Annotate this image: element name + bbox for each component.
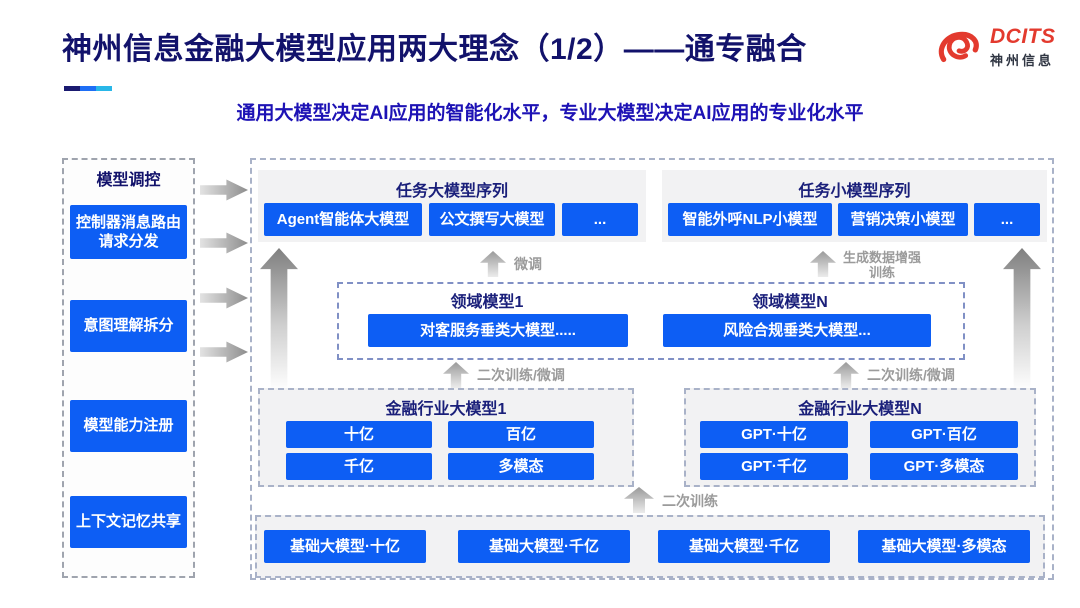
industry-right-header: 金融行业大模型N (798, 401, 922, 418)
node-document-model: 公文撰写大模型 (429, 203, 555, 236)
node-base-hundred-billion-2: 基础大模型·千亿 (658, 530, 830, 563)
bar-segment (80, 86, 96, 91)
sidebar-item-router: 控制器消息路由请求分发 (70, 205, 187, 259)
page-title: 神州信息金融大模型应用两大理念（1/2）——通专融合 (62, 33, 807, 66)
node-gpt-billion: GPT·十亿 (700, 421, 848, 448)
right-arrow-icon (200, 179, 248, 201)
node-hundred-billion: 千亿 (286, 453, 432, 480)
node-gpt-ten-billion: GPT·百亿 (870, 421, 1018, 448)
node-billion: 十亿 (286, 421, 432, 448)
bar-segment (96, 86, 112, 91)
label-retrain-ft-right: 二次训练/微调 (867, 367, 955, 383)
node-gpt-multimodal: GPT·多模态 (870, 453, 1018, 480)
industry-left-header: 金融行业大模型1 (385, 401, 507, 418)
node-multimodal: 多模态 (448, 453, 594, 480)
right-arrow-icon (200, 287, 248, 309)
domain-left-header: 领域模型1 (450, 294, 524, 311)
node-more-large: ... (562, 203, 638, 236)
node-gpt-hundred-billion: GPT·千亿 (700, 453, 848, 480)
sidebar-item-registry: 模型能力注册 (70, 400, 187, 452)
sidebar-header: 模型调控 (96, 172, 161, 189)
brand-logo: DCITS 神州信息 (936, 24, 1056, 70)
brand-name-cn: 神州信息 (990, 53, 1055, 68)
task-large-header: 任务大模型序列 (395, 183, 508, 200)
node-base-multimodal: 基础大模型·多模态 (858, 530, 1030, 563)
node-agent-model: Agent智能体大模型 (264, 203, 422, 236)
right-arrow-icon (200, 232, 248, 254)
node-more-small: ... (974, 203, 1040, 236)
title-underline-bar (64, 86, 112, 91)
slide-subtitle: 通用大模型决定AI应用的智能化水平，专业大模型决定AI应用的专业化水平 (236, 103, 864, 124)
sidebar-item-context: 上下文记忆共享 (70, 496, 187, 548)
node-base-hundred-billion-1: 基础大模型·千亿 (458, 530, 630, 563)
label-gen-data-train: 生成数据增强训练 (842, 250, 921, 280)
node-risk-compliance-model: 风险合规垂类大模型... (663, 314, 931, 347)
domain-right-header: 领域模型N (752, 294, 828, 311)
right-arrow-icon (200, 341, 248, 363)
node-ten-billion: 百亿 (448, 421, 594, 448)
node-base-billion: 基础大模型·十亿 (264, 530, 426, 563)
brand-name: DCITS (990, 25, 1056, 48)
sidebar-item-intent: 意图理解拆分 (70, 300, 187, 352)
label-retrain: 二次训练 (662, 493, 718, 509)
node-marketing-model: 营销决策小模型 (838, 203, 968, 236)
bar-segment (64, 86, 80, 91)
task-small-header: 任务小模型序列 (798, 183, 911, 200)
label-retrain-ft-left: 二次训练/微调 (477, 367, 565, 383)
brand-logo-text: DCITS 神州信息 (990, 25, 1056, 69)
node-customer-service-model: 对客服务垂类大模型..... (368, 314, 628, 347)
node-nlp-callout-model: 智能外呼NLP小模型 (668, 203, 832, 236)
label-fine-tune: 微调 (514, 256, 542, 272)
dcits-swirl-icon (938, 31, 979, 63)
